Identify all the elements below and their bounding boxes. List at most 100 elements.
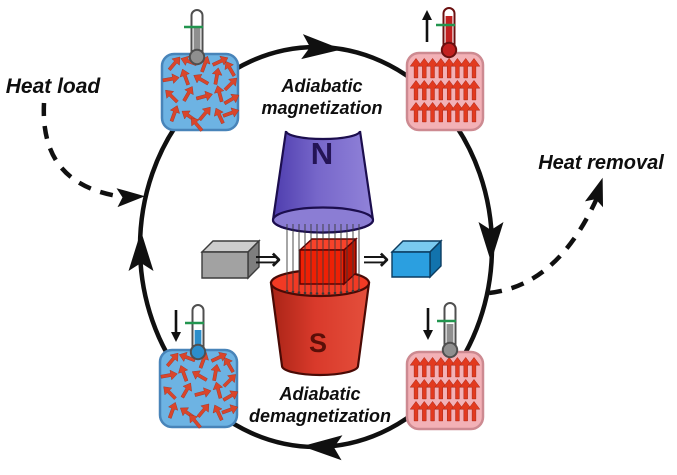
- temp-trend-up-icon: [422, 10, 432, 20]
- spin-arrow: [223, 357, 235, 374]
- field-line-end: [345, 290, 349, 294]
- spin-arrow: [467, 79, 481, 101]
- sample-in-field-front: [299, 249, 345, 285]
- spin-arrow: [467, 356, 481, 378]
- spin-arrow: [451, 400, 464, 422]
- cycle-arrowhead-top: [301, 34, 342, 60]
- spin-arrow: [169, 105, 180, 122]
- thermometer-bulb: [440, 41, 458, 59]
- spin-arrow: [467, 378, 481, 400]
- spin-arrow: [426, 79, 439, 101]
- spin-arrow: [467, 101, 481, 123]
- spin-arrow: [451, 378, 464, 400]
- spin-arrow: [165, 352, 179, 368]
- thermometer-fill: [446, 324, 454, 350]
- spin-arrow: [426, 400, 439, 422]
- spin-arrow: [459, 79, 472, 101]
- adiabatic-demagnetization-line2: demagnetization: [249, 406, 391, 426]
- thermometer-fill: [193, 28, 201, 57]
- state-warm-magnetized: [405, 302, 485, 431]
- field-line-end: [351, 289, 355, 293]
- heat-removal-arrow: [488, 197, 600, 296]
- heat-load-arrowhead: [116, 188, 145, 208]
- spin-arrow: [442, 79, 456, 101]
- spin-arrow: [210, 363, 222, 382]
- north-pole-label: N: [311, 136, 333, 171]
- spin-arrow: [179, 68, 190, 86]
- spin-arrow: [222, 374, 236, 388]
- thermometer-bulb: [188, 48, 206, 66]
- spin-arrow: [451, 57, 464, 79]
- temp-trend-down-icon: [423, 330, 433, 340]
- spin-arrow: [223, 77, 238, 92]
- south-pole-label: S: [309, 328, 327, 358]
- cycle-arrowhead-left: [128, 231, 154, 271]
- spin-arrow: [434, 79, 448, 101]
- spin-arrow: [196, 403, 210, 418]
- spin-arrow: [459, 356, 472, 378]
- adiabatic-magnetization-label: Adiabatic magnetization: [261, 76, 382, 118]
- field-line-end: [339, 291, 343, 294]
- spin-arrow: [418, 356, 431, 378]
- thermometer: [184, 9, 206, 66]
- spin-arrow: [434, 57, 448, 79]
- spin-arrow: [212, 404, 224, 421]
- spin-arrow: [194, 387, 212, 398]
- field-line-end: [309, 291, 313, 295]
- heat-load-arrow: [41, 102, 125, 200]
- spin-arrow: [167, 56, 181, 72]
- spin-arrow: [162, 73, 180, 84]
- thermometer-bulb: [189, 343, 207, 361]
- spin-arrows: [409, 57, 481, 123]
- sample-in-field-box: [298, 237, 358, 286]
- heat-load-label: Heat load: [6, 75, 102, 98]
- spin-arrow: [193, 74, 210, 86]
- adiabatic-demagnetization-line1: Adiabatic: [278, 384, 360, 404]
- spin-arrow: [163, 386, 177, 400]
- process-arrow-insert: ⇒: [254, 240, 282, 277]
- adiabatic-magnetization-line1: Adiabatic: [280, 76, 362, 96]
- spin-arrow: [418, 57, 431, 79]
- spin-arrow: [167, 402, 179, 419]
- thermometer: [437, 302, 459, 359]
- spin-arrow: [224, 61, 236, 77]
- field-line-end: [285, 289, 289, 293]
- cycle-arrowhead-bottom: [302, 435, 343, 461]
- spin-arrow: [409, 57, 423, 79]
- spin-arrow: [426, 378, 439, 400]
- spin-arrow: [451, 101, 464, 123]
- thermometer-fill: [445, 16, 453, 50]
- spin-arrow: [467, 400, 481, 422]
- spin-arrow: [191, 370, 208, 382]
- spin-arrow: [189, 414, 202, 429]
- field-line-end: [357, 288, 361, 291]
- spin-arrow: [434, 356, 448, 378]
- spin-arrow: [195, 90, 213, 102]
- spin-arrow: [459, 57, 472, 79]
- south-pole-magnet: S: [269, 268, 371, 377]
- sample-before-box: [200, 239, 261, 280]
- spin-arrow: [409, 356, 423, 378]
- spin-arrow: [160, 369, 178, 381]
- thermometer-bulb: [441, 341, 459, 359]
- spin-arrow: [418, 400, 431, 422]
- north-pole-magnet: N: [271, 130, 375, 234]
- spin-arrow: [451, 356, 464, 378]
- spin-arrow: [442, 400, 456, 422]
- field-line-end: [297, 291, 301, 294]
- spin-arrow: [434, 400, 448, 422]
- spin-arrow: [418, 79, 431, 101]
- spin-arrow: [178, 365, 189, 382]
- south-pole-body: [269, 281, 371, 377]
- spin-arrow: [442, 378, 456, 400]
- field-line-end: [303, 291, 307, 295]
- thermometer: [185, 304, 207, 361]
- spin-arrow: [190, 117, 204, 132]
- spin-arrow: [442, 356, 456, 378]
- field-line-end: [333, 291, 337, 295]
- spin-arrow: [409, 101, 423, 123]
- sample-after-box: [390, 239, 443, 279]
- spin-arrow: [221, 404, 239, 415]
- spin-arrow: [198, 106, 211, 122]
